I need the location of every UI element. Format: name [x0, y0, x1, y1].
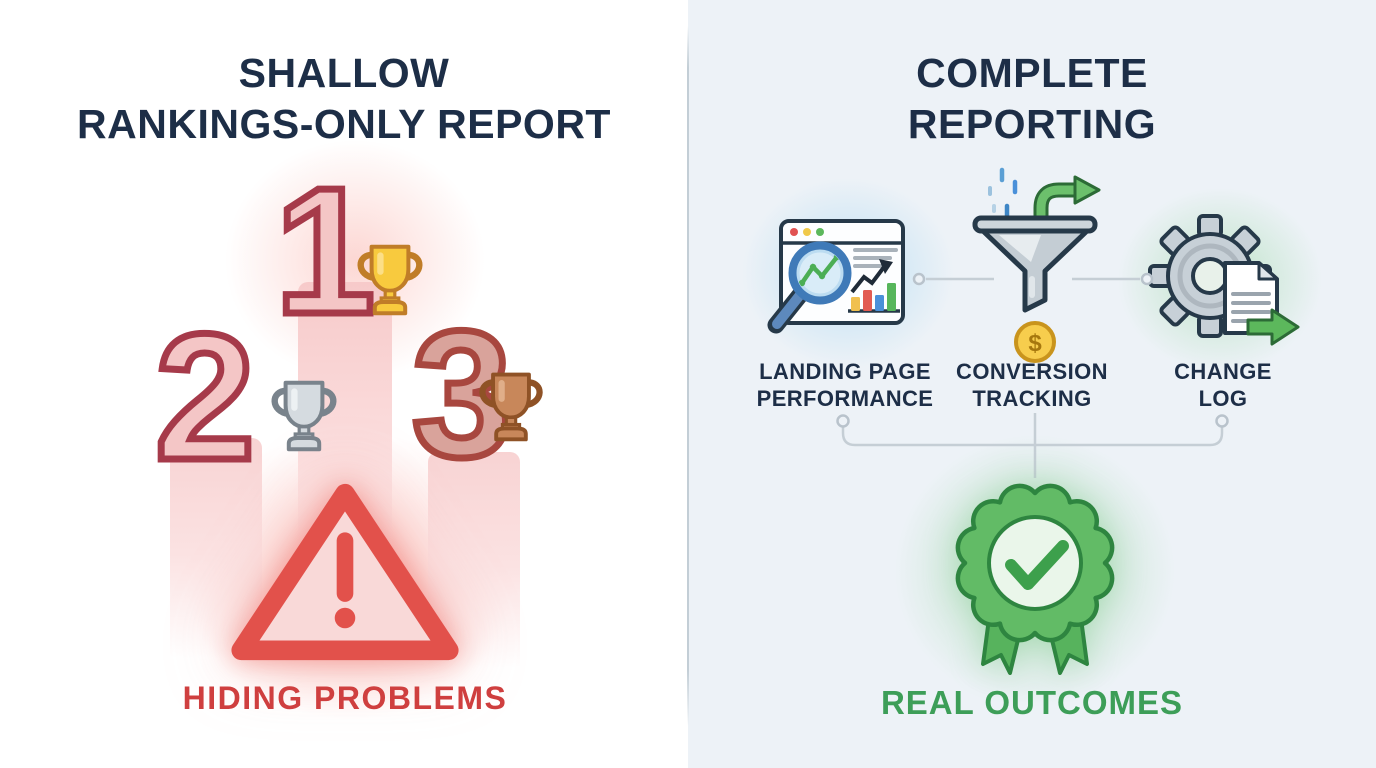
- browser-dot-green: [816, 228, 824, 236]
- bracket-connector: [836, 413, 1229, 478]
- landing-page-performance-icon: [767, 219, 905, 334]
- rank-2-number: 2: [151, 297, 258, 498]
- ribbon-badge-icon: [955, 483, 1115, 675]
- right-title-line1: COMPLETE: [916, 50, 1148, 96]
- browser-dot-yellow: [803, 228, 811, 236]
- document-icon: [1223, 261, 1279, 335]
- exclamation-dot: [334, 607, 356, 629]
- gold-trophy-icon: [357, 244, 423, 316]
- magnifier-icon: [767, 241, 852, 334]
- feature-label-change-log: CHANGE LOG: [1123, 358, 1323, 412]
- conversion-funnel-icon: $: [972, 167, 1101, 363]
- connector-left: [912, 272, 994, 286]
- left-panel: SHALLOW RANKINGS-ONLY REPORT 1 2 3: [44, 48, 644, 720]
- dollar-sign: $: [1028, 330, 1042, 357]
- feature-0-line1: LANDING PAGE: [759, 359, 931, 384]
- export-arrow-icon: [1246, 308, 1300, 346]
- silver-trophy-icon: [271, 380, 337, 452]
- coin-icon: $: [1014, 321, 1056, 363]
- connector-right: [1072, 272, 1154, 286]
- text-lines: [853, 248, 898, 268]
- right-title-line2: REPORTING: [907, 101, 1157, 147]
- left-title-line2: RANKINGS-ONLY REPORT: [77, 101, 611, 147]
- rank-1-number: 1: [271, 151, 378, 352]
- panel-divider: [687, 26, 689, 726]
- hiding-problems-caption: HIDING PROBLEMS: [182, 680, 508, 716]
- feature-1-line2: TRACKING: [972, 386, 1092, 411]
- left-panel-title: SHALLOW RANKINGS-ONLY REPORT: [44, 48, 644, 150]
- changelog-gear-icon: [1148, 214, 1300, 346]
- left-title-line1: SHALLOW: [238, 50, 450, 96]
- feature-0-line2: PERFORMANCE: [756, 386, 934, 411]
- feature-2-line2: LOG: [1198, 386, 1248, 411]
- right-panel-title: COMPLETE REPORTING: [732, 48, 1332, 150]
- check-icon: [1005, 540, 1069, 590]
- warning-triangle-icon: [231, 483, 459, 661]
- browser-dot-red: [790, 228, 798, 236]
- right-panel: COMPLETE REPORTING: [688, 0, 1376, 768]
- real-outcomes-caption: REAL OUTCOMES: [880, 684, 1184, 721]
- feature-label-conversion-tracking: CONVERSION TRACKING: [922, 358, 1142, 412]
- growth-arrow: [1033, 175, 1101, 244]
- funnel-body: [972, 215, 1098, 313]
- mini-bar-chart: [848, 259, 900, 313]
- bronze-trophy-icon: [479, 372, 543, 442]
- feature-label-landing-page-performance: LANDING PAGE PERFORMANCE: [735, 358, 955, 412]
- feature-2-line1: CHANGE: [1174, 359, 1272, 384]
- drop-dashes: [988, 167, 1018, 221]
- feature-1-line1: CONVERSION: [956, 359, 1108, 384]
